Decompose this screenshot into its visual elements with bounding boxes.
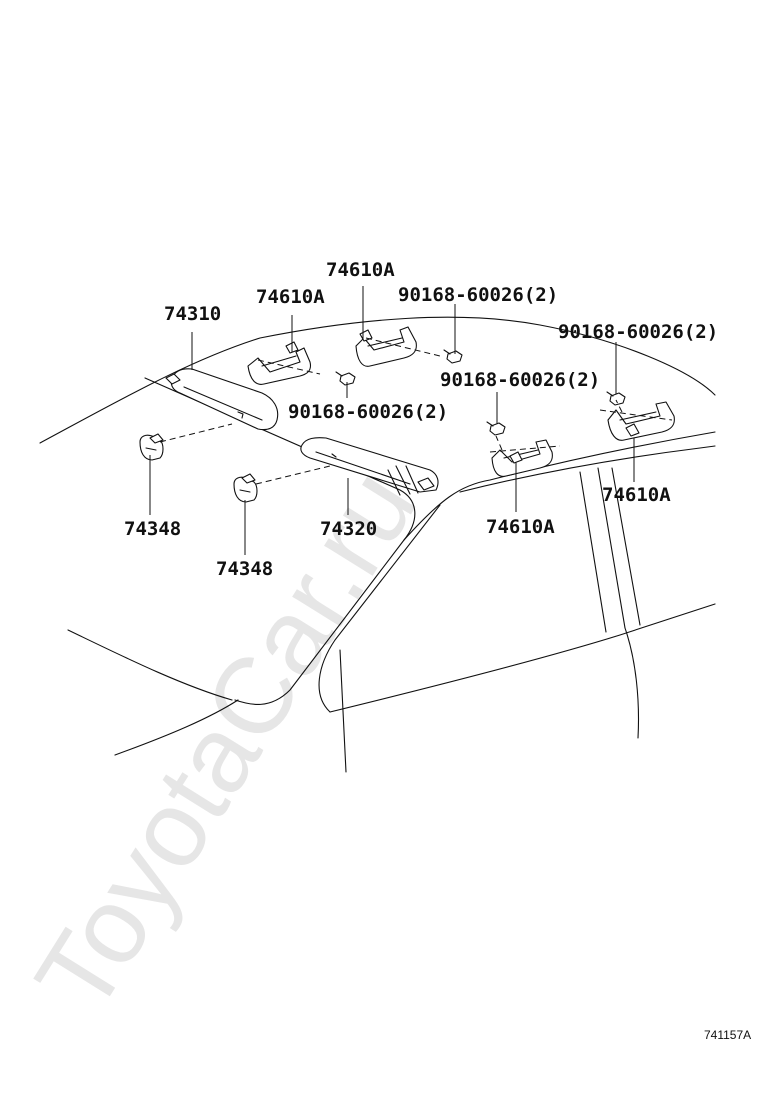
figure-code: 741157A	[704, 1028, 751, 1042]
label-screw-1: 90168-60026(2)	[398, 284, 558, 306]
label-screw-2: 90168-60026(2)	[288, 401, 448, 423]
assist-grip-1	[247, 341, 312, 385]
label-sun-visor-left: 74310	[164, 303, 221, 325]
label-assist-grip-1: 74610A	[326, 259, 395, 281]
assist-grip-4	[607, 401, 675, 441]
visor-holder-a	[139, 433, 164, 461]
screw-4	[606, 391, 626, 406]
label-assist-grip-3: 74610A	[486, 516, 555, 538]
sun-visor-left	[165, 368, 279, 431]
assist-grip-2	[355, 326, 417, 367]
label-assist-grip-4: 74610A	[602, 484, 671, 506]
sun-visor-right	[300, 437, 439, 496]
visor-holder-b	[233, 473, 258, 503]
label-sun-visor-right: 74320	[320, 518, 377, 540]
screw-3	[486, 421, 506, 436]
mounting-dashed-lines	[159, 337, 673, 485]
label-visor-holder-a: 74348	[124, 518, 181, 540]
label-screw-3: 90168-60026(2)	[440, 369, 600, 391]
screw-1	[335, 371, 356, 386]
label-visor-holder-b: 74348	[216, 558, 273, 580]
assist-grip-3	[491, 439, 553, 477]
label-assist-grip-2: 74610A	[256, 286, 325, 308]
screw-2	[443, 349, 463, 364]
label-screw-4: 90168-60026(2)	[558, 321, 718, 343]
leader-lines	[149, 286, 635, 555]
